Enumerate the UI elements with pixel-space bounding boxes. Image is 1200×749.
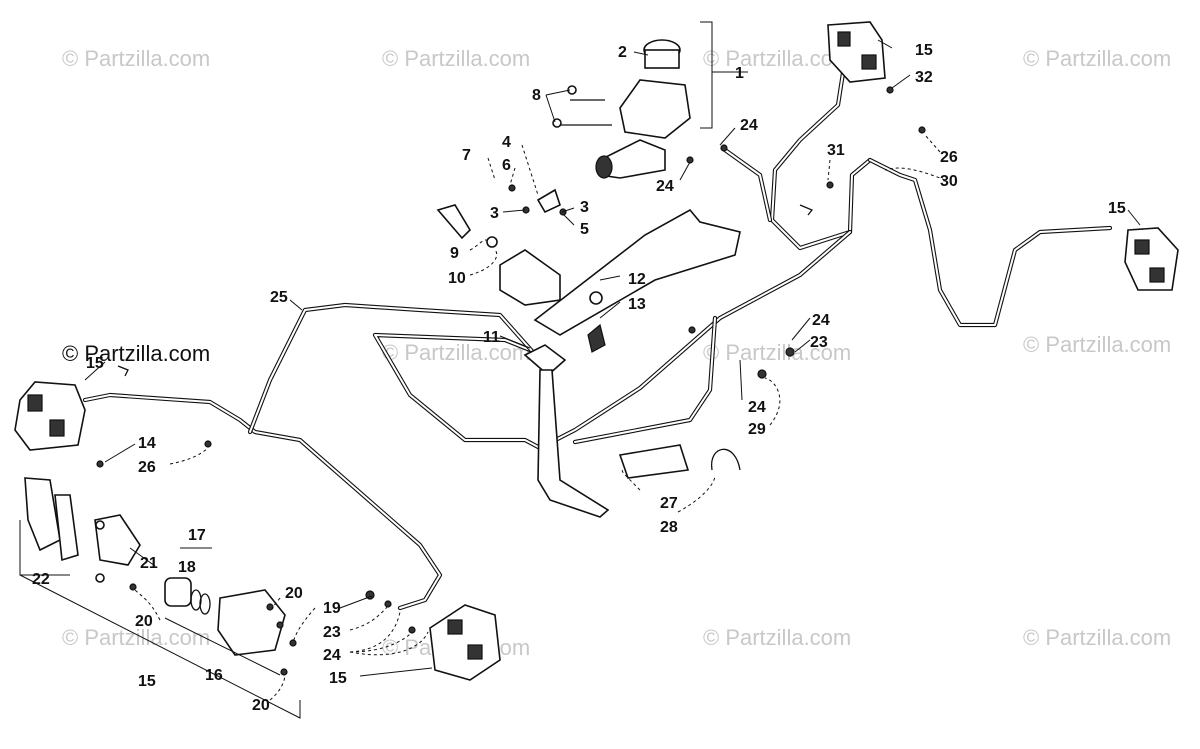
reservoir-body — [619, 79, 691, 139]
callout-11: 11 — [483, 329, 500, 346]
callout-20a: 20 — [285, 585, 303, 602]
brake-pedal-arm — [537, 369, 610, 518]
caliper-bracket — [94, 514, 141, 566]
callout-23a: 23 — [810, 334, 828, 351]
watermark: © Partzilla.com — [1023, 625, 1171, 650]
callout-24d: 24 — [748, 399, 766, 416]
watermark: © Partzilla.com — [382, 46, 530, 71]
watermark: © Partzilla.com — [1023, 332, 1171, 357]
callout-12: 12 — [628, 271, 646, 288]
callout-24c: 24 — [812, 312, 830, 329]
callout-24e: 24 — [323, 647, 341, 664]
piston-boot — [595, 155, 613, 179]
callout-3b: 3 — [580, 199, 589, 216]
watermark: © Partzilla.com — [703, 46, 851, 71]
reservoir-cap-body — [644, 49, 680, 69]
master-cylinder — [436, 39, 728, 248]
watermark: © Partzilla.com — [703, 340, 851, 365]
bracket-plate — [24, 477, 61, 552]
watermark: © Partzilla.com — [382, 340, 530, 365]
caliper-housing — [217, 589, 286, 656]
callout-20c: 20 — [252, 697, 270, 714]
callout-16: 16 — [205, 667, 223, 684]
pivot-bolt — [436, 204, 472, 240]
callout-21: 21 — [140, 555, 158, 572]
callout-4: 4 — [502, 134, 511, 151]
callout-15d: 15 — [329, 670, 347, 687]
brand-label: © Partzilla.com — [62, 341, 210, 366]
watermark: © Partzilla.com — [1023, 46, 1171, 71]
callout-18: 18 — [178, 559, 196, 576]
callout-5: 5 — [580, 221, 589, 238]
callout-25: 25 — [270, 289, 288, 306]
watermark-layer: © Partzilla.com © Partzilla.com © Partzi… — [62, 46, 1171, 660]
callout-2: 2 — [618, 44, 627, 61]
callout-3: 3 — [490, 205, 499, 222]
callout-31: 31 — [827, 142, 845, 159]
caliper-front-left — [14, 365, 212, 468]
callout-1: 1 — [735, 65, 744, 82]
return-spring — [587, 323, 606, 353]
clevis — [536, 188, 561, 214]
caliper-rear-left — [365, 590, 501, 681]
callout-22: 22 — [32, 571, 50, 588]
caliper-exploded-view — [24, 477, 297, 676]
callout-19: 19 — [323, 600, 341, 617]
callout-15b: 15 — [1108, 200, 1126, 217]
callout-32: 32 — [915, 69, 933, 86]
callout-24a: 24 — [740, 117, 758, 134]
pedal-mount-plate — [533, 208, 741, 336]
watermark: © Partzilla.com — [62, 46, 210, 71]
callout-27: 27 — [660, 495, 678, 512]
callout-29: 29 — [748, 421, 766, 438]
callout-15a: 15 — [915, 42, 933, 59]
brake-lines — [82, 57, 1113, 611]
piston — [164, 577, 192, 607]
callout-15e: 15 — [138, 673, 156, 690]
watermark: © Partzilla.com — [703, 625, 851, 650]
callout-17: 17 — [188, 527, 206, 544]
callout-26b: 26 — [138, 459, 156, 476]
callout-20b: 20 — [135, 613, 153, 630]
callout-15c: 15 — [86, 355, 104, 372]
callout-23b: 23 — [323, 624, 341, 641]
spring-clip — [711, 448, 741, 471]
callout-13: 13 — [628, 296, 646, 313]
callout-7: 7 — [462, 147, 471, 164]
callout-8: 8 — [532, 87, 541, 104]
pedal-bracket — [499, 249, 561, 306]
callout-28: 28 — [660, 519, 678, 536]
watermark: © Partzilla.com — [62, 625, 210, 650]
callout-26a: 26 — [940, 149, 958, 166]
caliper-front-right — [799, 21, 926, 216]
callout-10: 10 — [448, 270, 466, 287]
callout-labels: 1 2 3 3 4 5 6 7 8 9 10 11 12 13 14 15 15… — [32, 42, 1126, 714]
group-brackets — [19, 21, 713, 719]
caliper-rear-right — [1124, 227, 1179, 291]
brake-pedal-assembly — [499, 208, 795, 518]
brake-switch — [757, 369, 767, 379]
callout-9: 9 — [450, 245, 459, 262]
callout-6: 6 — [502, 157, 511, 174]
leader-lines — [84, 39, 1141, 701]
callout-14: 14 — [138, 435, 156, 452]
pedal-spring — [618, 444, 690, 479]
callout-30: 30 — [940, 173, 958, 190]
callout-24b: 24 — [656, 178, 674, 195]
